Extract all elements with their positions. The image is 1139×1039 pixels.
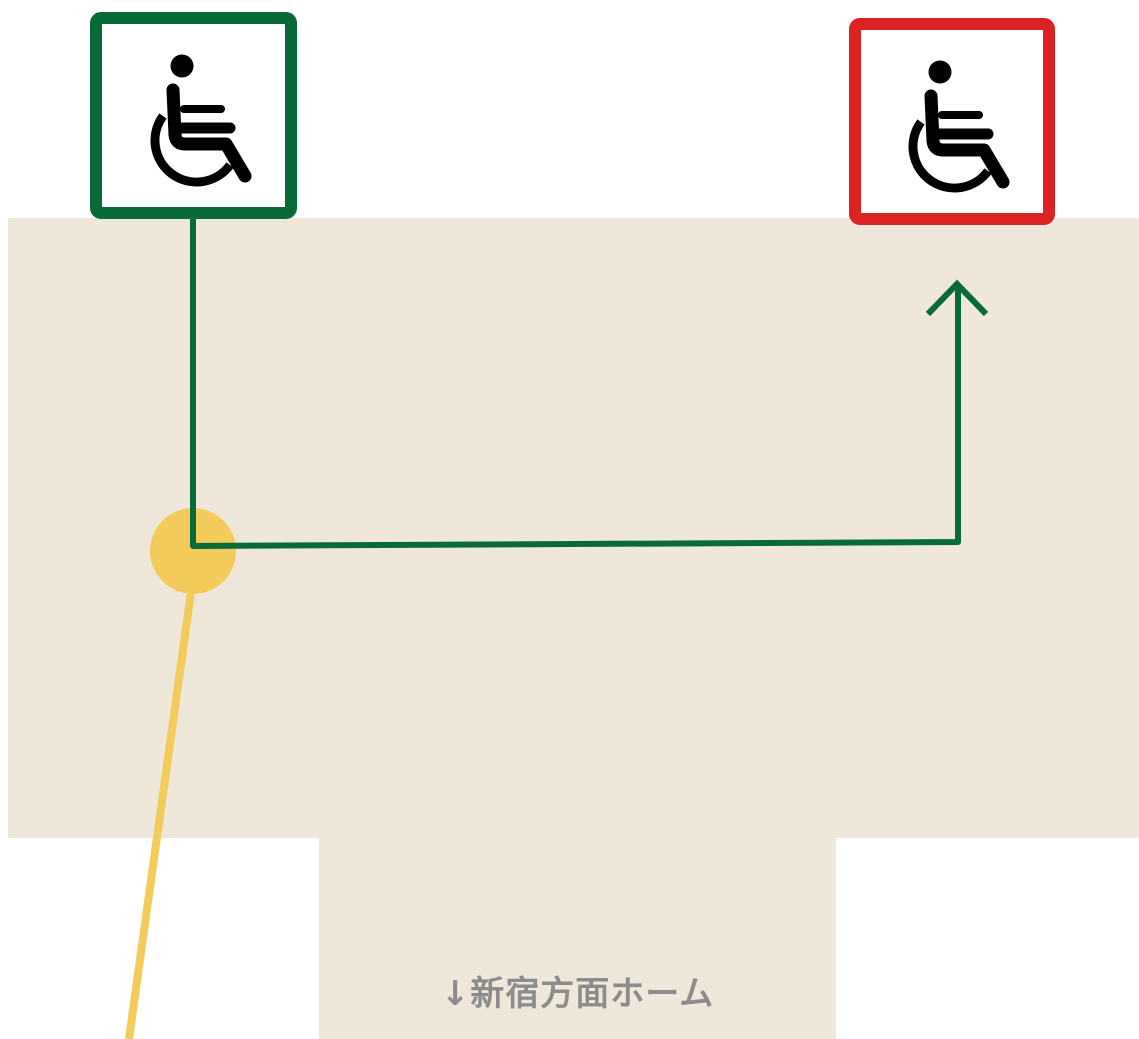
platform-direction-label: ↓新宿方面ホーム [440,974,715,1014]
approach-path [125,591,195,1039]
current-location-marker [150,508,236,594]
concourse-floor [8,218,1139,1039]
wheelchair-sign-red [849,18,1055,225]
wheelchair-sign-green [90,12,297,219]
route-line [190,211,961,549]
route-arrowhead-icon [925,279,989,317]
